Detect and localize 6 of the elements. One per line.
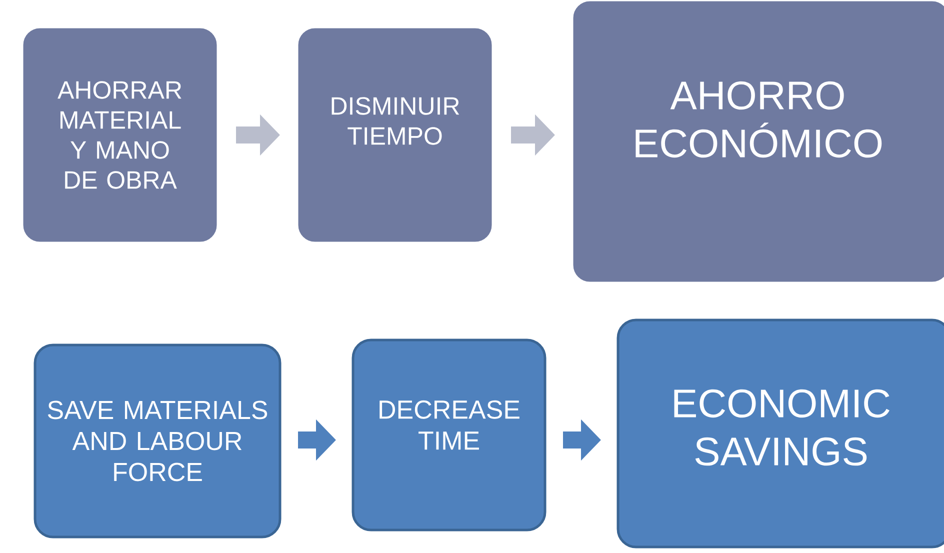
process-box: ECONOMIC SAVINGS — [616, 318, 944, 548]
process-box: SAVE MATERIALS AND LABOUR FORCE — [34, 344, 282, 538]
process-box: AHORRAR MATERIAL Y MANO DE OBRA — [20, 26, 220, 244]
process-box: AHORRO ECONÓMICO — [570, 0, 944, 284]
process-box: DECREASE TIME — [352, 338, 546, 532]
process-box: DISMINUIR TIEMPO — [296, 26, 494, 244]
